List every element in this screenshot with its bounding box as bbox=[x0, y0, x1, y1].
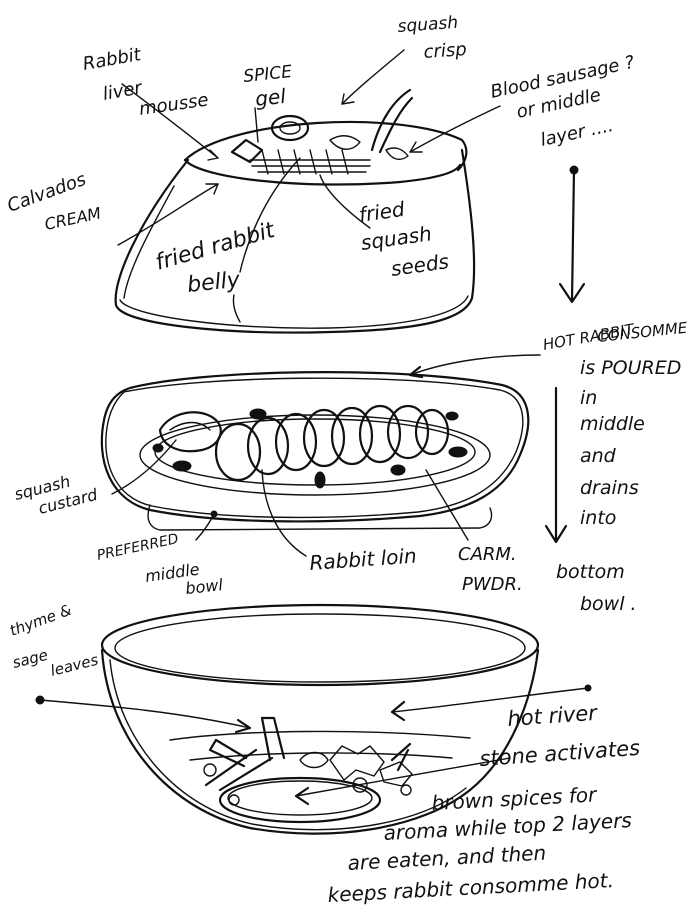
svg-text:bowl: bowl bbox=[184, 575, 224, 598]
svg-text:crisp: crisp bbox=[423, 39, 467, 63]
label-rabbit-liver-mousse: Rabbit liver mousse bbox=[81, 44, 210, 120]
svg-text:and: and bbox=[580, 445, 617, 467]
label-blood-sausage: Blood sausage ? or middle layer .... bbox=[489, 52, 637, 151]
label-hot-rabbit-consomme: HOT RABBIT CONSOMME is POURED in middle … bbox=[542, 319, 689, 615]
svg-text:CONSOMME: CONSOMME bbox=[597, 319, 689, 346]
svg-text:are eaten, and then: are eaten, and then bbox=[347, 841, 547, 875]
svg-text:squash: squash bbox=[359, 221, 433, 255]
svg-text:leaves: leaves bbox=[49, 651, 101, 680]
label-spice-gel: SPICE gel bbox=[242, 62, 293, 111]
svg-text:drains: drains bbox=[580, 477, 639, 499]
svg-text:thyme &: thyme & bbox=[7, 601, 74, 640]
svg-text:gel: gel bbox=[254, 84, 287, 111]
svg-text:PWDR.: PWDR. bbox=[462, 574, 523, 595]
svg-text:belly: belly bbox=[186, 267, 242, 297]
svg-text:stone activates: stone activates bbox=[479, 736, 641, 771]
svg-text:keeps rabbit consomme hot.: keeps rabbit consomme hot. bbox=[327, 868, 614, 907]
label-fried-squash-seeds: fried squash seeds bbox=[357, 197, 450, 281]
svg-text:bowl .: bowl . bbox=[580, 593, 637, 615]
label-rabbit-loin: Rabbit loin bbox=[309, 544, 418, 575]
svg-text:mousse: mousse bbox=[138, 89, 210, 120]
label-thyme-sage-leaves: thyme & sage leaves bbox=[7, 601, 100, 680]
label-preferred-middle-bowl: PREFERRED middle bowl bbox=[96, 531, 225, 598]
label-carm-pwdr: CARM. PWDR. bbox=[458, 544, 523, 595]
svg-text:CREAM: CREAM bbox=[43, 203, 103, 234]
svg-text:middle: middle bbox=[580, 413, 645, 435]
svg-text:bottom: bottom bbox=[556, 561, 625, 583]
svg-text:CARM.: CARM. bbox=[458, 544, 517, 565]
label-squash-custard: squash custard bbox=[12, 472, 100, 518]
svg-text:is POURED: is POURED bbox=[580, 357, 681, 379]
svg-text:fried rabbit: fried rabbit bbox=[153, 218, 279, 276]
label-calvados-cream: Calvados CREAM bbox=[5, 169, 103, 234]
svg-text:seeds: seeds bbox=[389, 249, 450, 281]
top-bowl bbox=[116, 90, 474, 333]
label-squash-crisp: squash crisp bbox=[397, 13, 467, 63]
svg-text:layer ....: layer .... bbox=[539, 115, 616, 151]
svg-text:squash: squash bbox=[397, 13, 459, 37]
svg-text:sage: sage bbox=[11, 646, 50, 672]
label-fried-rabbit-belly: fried rabbit belly bbox=[153, 218, 279, 298]
svg-text:hot river: hot river bbox=[507, 701, 599, 731]
svg-text:fried: fried bbox=[357, 197, 406, 227]
svg-text:Rabbit: Rabbit bbox=[81, 44, 143, 75]
svg-text:into: into bbox=[580, 507, 616, 529]
svg-text:in: in bbox=[580, 387, 597, 409]
svg-text:PREFERRED: PREFERRED bbox=[96, 531, 181, 564]
svg-text:SPICE: SPICE bbox=[242, 62, 293, 87]
